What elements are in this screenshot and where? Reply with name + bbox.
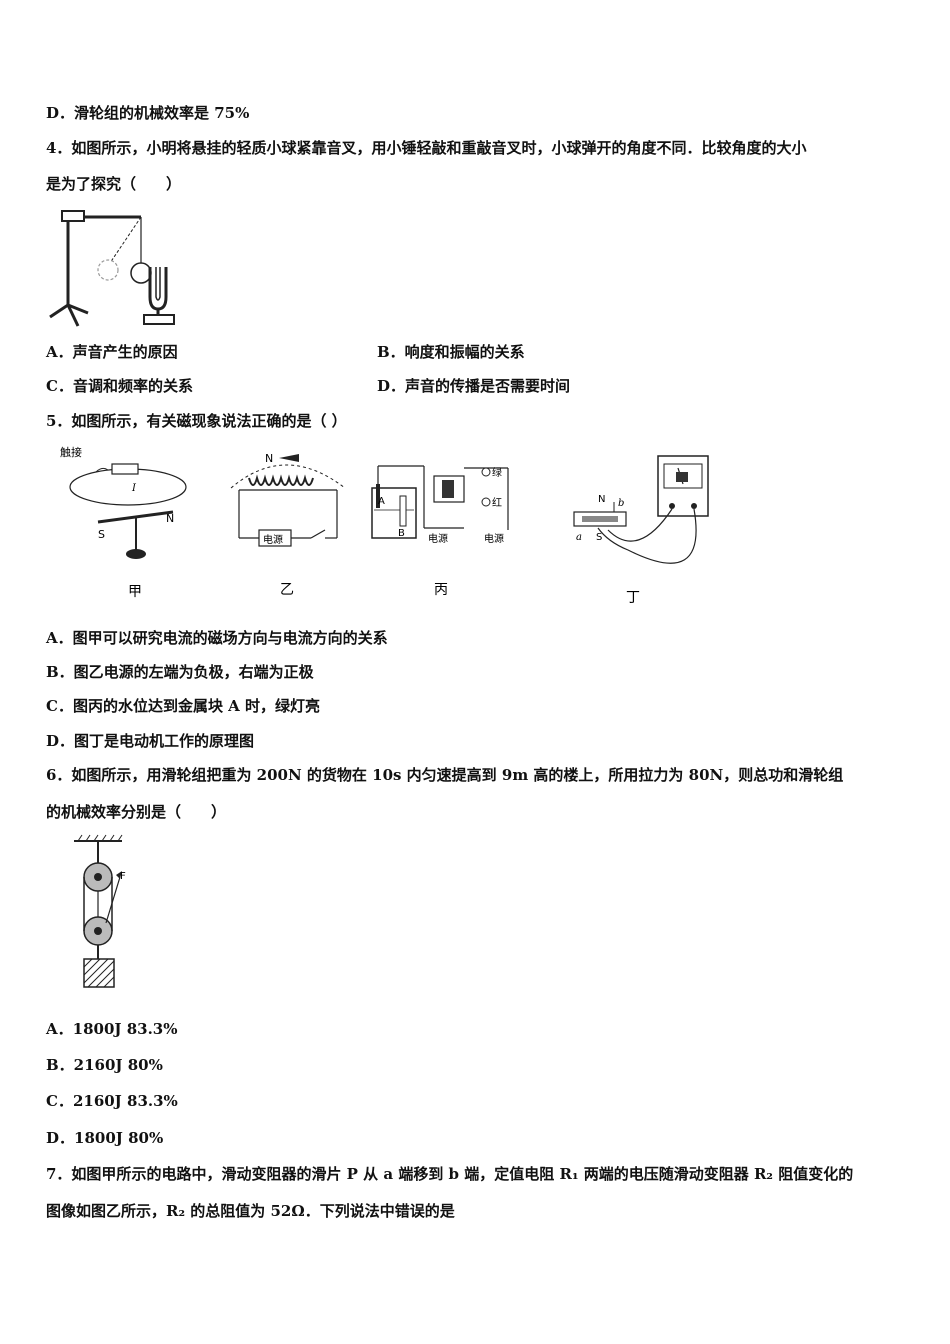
q5-stem: 5．如图所示，有关磁现象说法正确的是（ ） bbox=[46, 412, 347, 430]
q5-figure-bing: A B 绿 红 电源 电源 丙 bbox=[368, 448, 528, 608]
label-touch: 触接 bbox=[60, 445, 82, 459]
q4-option-c: C．音调和频率的关系 bbox=[46, 377, 193, 395]
q7-stem-line2: 图像如图乙所示，R₂ 的总阻值为 52Ω．下列说法中错误的是 bbox=[46, 1202, 455, 1220]
label-b-block: B bbox=[398, 528, 405, 539]
label-s-ding: S bbox=[596, 532, 602, 543]
q7-stem-line1: 7．如图甲所示的电路中，滑动变阻器的滑片 P 从 a 端移到 b 端，定值电阻 … bbox=[46, 1165, 854, 1183]
q5-option-a: A．图甲可以研究电流的磁场方向与电流方向的关系 bbox=[46, 629, 388, 647]
q6-pulley-figure: F bbox=[70, 833, 140, 993]
svg-text:N: N bbox=[265, 452, 273, 465]
q4-stem-line1: 4．如图所示，小明将悬挂的轻质小球紧靠音叉，用小锤轻敲和重敲音叉时，小球弹开的角… bbox=[46, 139, 807, 157]
q5-option-b: B．图乙电源的左端为负极，右端为正极 bbox=[46, 663, 314, 681]
label-power-yi: 电源 bbox=[263, 533, 283, 546]
q5-figure-yi: N 电源 乙 bbox=[225, 448, 355, 608]
q6-option-c: C．2160J 83.3% bbox=[46, 1092, 178, 1110]
q6-option-b: B．2160J 80% bbox=[46, 1056, 163, 1074]
q4-option-a: A．声音产生的原因 bbox=[46, 343, 178, 361]
q4-option-d: D．声音的传播是否需要时间 bbox=[377, 377, 571, 395]
q4-tuning-fork-figure bbox=[46, 205, 186, 327]
label-a-block: A bbox=[378, 496, 385, 507]
q3-option-d: D．滑轮组的机械效率是 75% bbox=[46, 104, 250, 122]
q5-figure-ding: N b a S 丁 bbox=[568, 450, 723, 615]
label-force: F bbox=[120, 871, 126, 882]
label-n: N bbox=[166, 512, 174, 525]
label-s: S bbox=[98, 528, 105, 541]
label-jia: 甲 bbox=[128, 584, 142, 600]
label-power-bing-1: 电源 bbox=[428, 532, 448, 545]
label-n-ding: N bbox=[598, 494, 605, 505]
q6-stem-line1: 6．如图所示，用滑轮组把重为 200N 的货物在 10s 内匀速提高到 9m 高… bbox=[46, 766, 844, 784]
q4-option-b: B．响度和振幅的关系 bbox=[377, 343, 525, 361]
label-b-small: b bbox=[618, 498, 624, 509]
q4-stem-line2: 是为了探究（ ） bbox=[46, 175, 182, 193]
q5-figure-jia: 触接 I S N 甲 bbox=[58, 442, 198, 607]
q6-option-a: A．1800J 83.3% bbox=[46, 1020, 178, 1038]
label-bing: 丙 bbox=[434, 582, 448, 598]
label-i: I bbox=[131, 483, 137, 494]
label-ding: 丁 bbox=[626, 590, 640, 606]
label-a-small: a bbox=[576, 532, 582, 543]
q6-stem-line2: 的机械效率分别是（ ） bbox=[46, 803, 227, 821]
label-red: 红 bbox=[492, 496, 502, 509]
label-green: 绿 bbox=[492, 466, 502, 479]
label-yi: 乙 bbox=[280, 582, 294, 598]
label-power-bing-2: 电源 bbox=[484, 532, 504, 545]
q6-option-d: D．1800J 80% bbox=[46, 1129, 164, 1147]
q5-option-d: D．图丁是电动机工作的原理图 bbox=[46, 732, 255, 750]
q5-option-c: C．图丙的水位达到金属块 A 时，绿灯亮 bbox=[46, 697, 321, 715]
